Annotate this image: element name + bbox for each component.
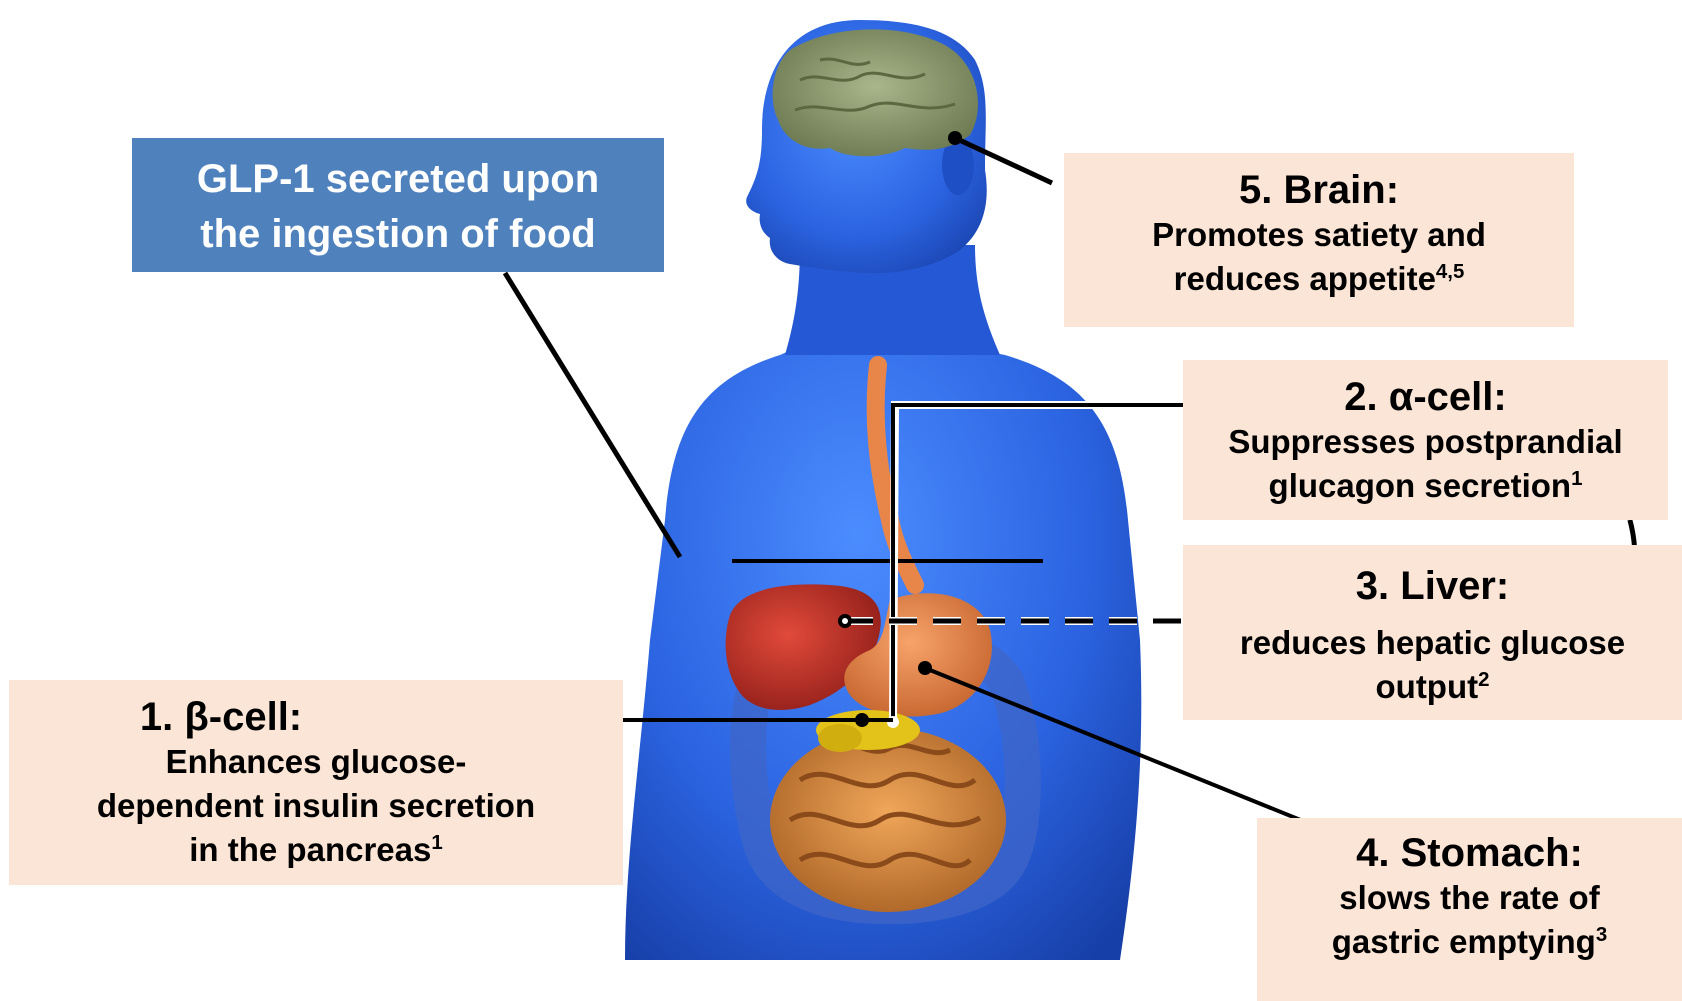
brain-line-1: Promotes satiety and: [1064, 213, 1574, 257]
beta-title: 1. β-cell:: [9, 694, 623, 740]
beta-cell-callout: 1. β-cell: Enhances glucose- dependent i…: [9, 680, 623, 885]
stomach-line-2: gastric emptying3: [1257, 920, 1682, 964]
stomach-callout: 4. Stomach: slows the rate of gastric em…: [1257, 818, 1682, 1001]
liver-line-1: reduces hepatic glucose: [1183, 621, 1682, 665]
alpha-title: 2. α-cell:: [1183, 374, 1668, 420]
liver-title: 3. Liver:: [1183, 563, 1682, 609]
alpha-ref: 1: [1571, 467, 1582, 490]
brain-shape: [773, 29, 978, 156]
alpha-line-2: glucagon secretion1: [1183, 464, 1668, 508]
liver-line-2: output2: [1183, 665, 1682, 709]
beta-line-2: dependent insulin secretion: [9, 784, 623, 828]
liver-callout: 3. Liver: reduces hepatic glucose output…: [1183, 545, 1682, 720]
alpha-cell-callout: 2. α-cell: Suppresses postprandial gluca…: [1183, 360, 1668, 520]
beta-line-1: Enhances glucose-: [9, 740, 623, 784]
brain-ref: 4,5: [1436, 260, 1464, 283]
stomach-line-1: slows the rate of: [1257, 876, 1682, 920]
brain-title: 5. Brain:: [1064, 167, 1574, 213]
brain-callout: 5. Brain: Promotes satiety and reduces a…: [1064, 153, 1574, 327]
brain-line-2: reduces appetite4,5: [1064, 257, 1574, 301]
source-leader: [505, 273, 680, 557]
glp1-source-box: GLP-1 secreted upon the ingestion of foo…: [132, 138, 664, 272]
stomach-ref: 3: [1596, 923, 1607, 946]
alpha-line-1: Suppresses postprandial: [1183, 420, 1668, 464]
source-line-2: the ingestion of food: [132, 207, 664, 262]
source-line-1: GLP-1 secreted upon: [132, 152, 664, 207]
stomach-title: 4. Stomach:: [1257, 830, 1682, 876]
beta-line-3: in the pancreas1: [9, 828, 623, 872]
beta-ref: 1: [431, 831, 442, 854]
liver-ref: 2: [1478, 668, 1489, 691]
